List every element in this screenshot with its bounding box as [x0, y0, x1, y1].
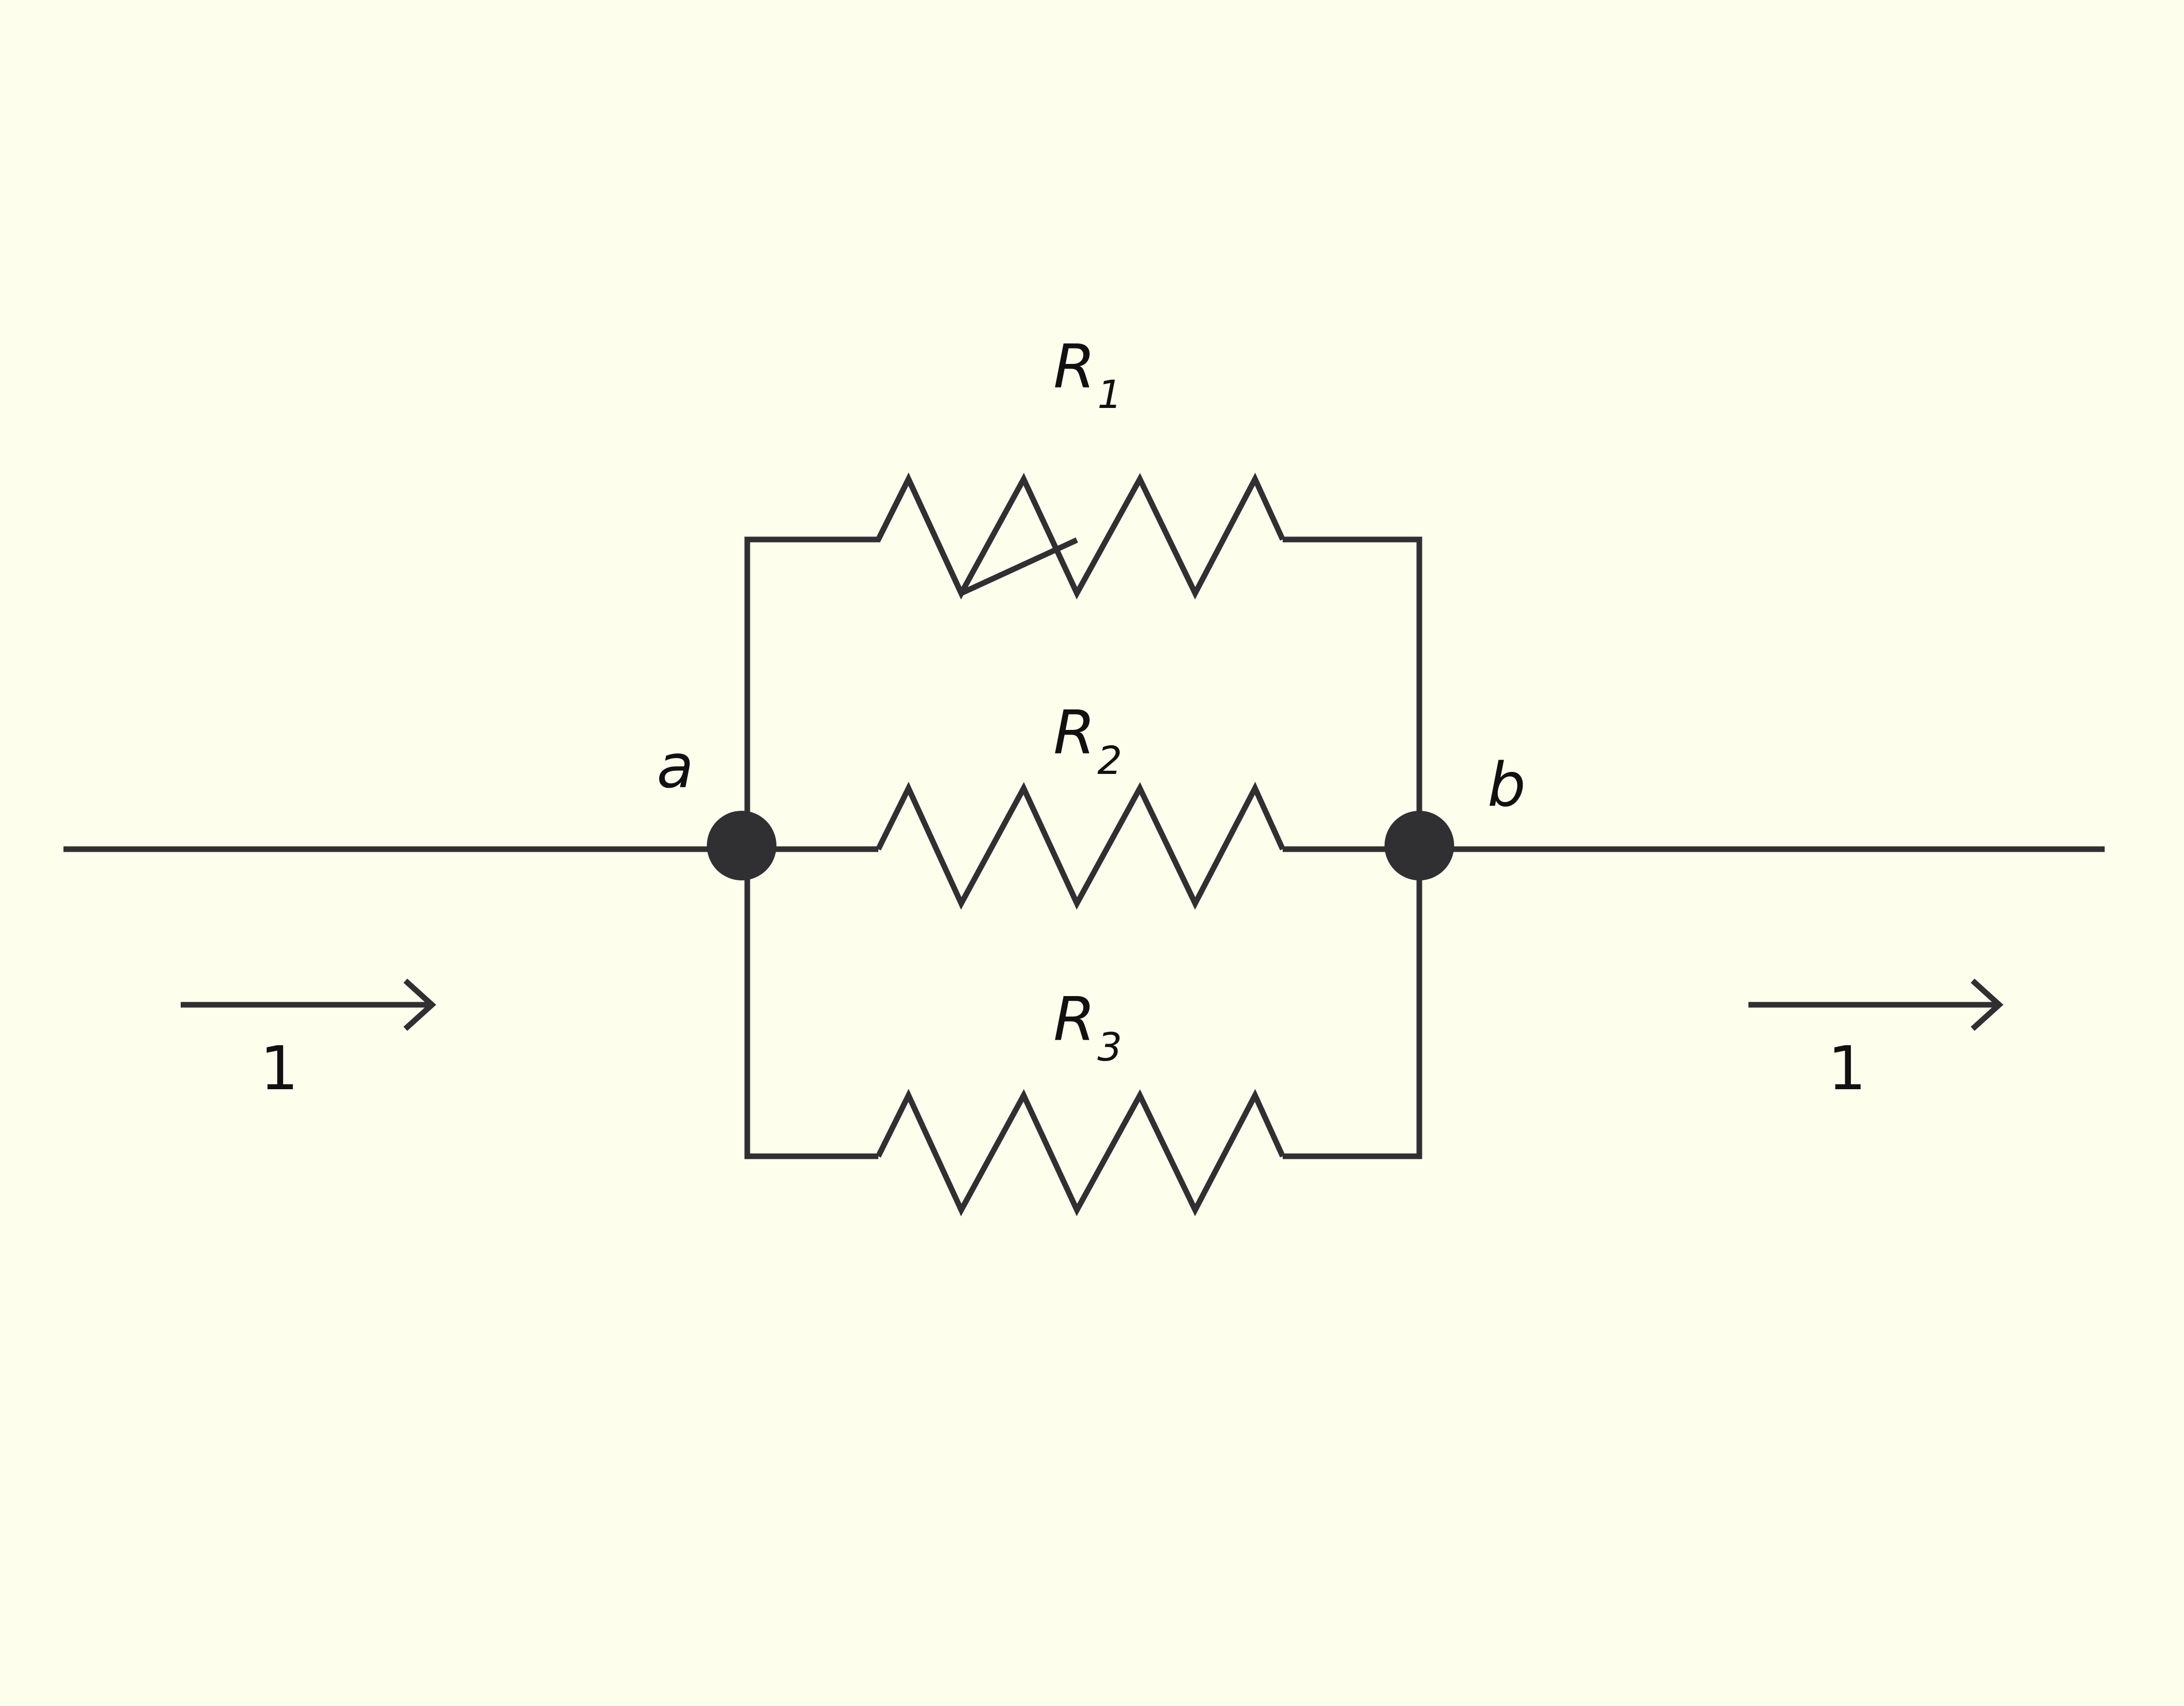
- resistor-r3-label: R3: [1053, 984, 1122, 1070]
- resistor-r1-label: R1: [1053, 331, 1122, 417]
- current-out-label: 1: [1828, 1033, 1866, 1104]
- resistor-r2-subscript: 2: [1097, 738, 1122, 783]
- node-a-label: a: [657, 731, 694, 802]
- resistor-r1-subscript: 1: [1097, 372, 1122, 417]
- resistor-r2-symbol: R: [1053, 697, 1095, 768]
- current-in-arrow-head: [403, 978, 437, 1031]
- resistor-r1-symbol: R: [1053, 331, 1095, 402]
- branch-r1-right-wire: [1283, 536, 1422, 849]
- node-a-dot: [707, 811, 776, 880]
- resistor-r2-label: R2: [1053, 697, 1122, 783]
- current-out-arrow-head: [1971, 978, 2004, 1031]
- resistor-r1: [876, 472, 1286, 600]
- branch-r3-right-wire: [1283, 849, 1422, 1159]
- resistor-r3-symbol: R: [1053, 984, 1095, 1054]
- node-b-dot: [1385, 811, 1454, 880]
- resistor-r2: [876, 782, 1286, 910]
- resistor-r3: [876, 1089, 1286, 1217]
- node-b-label: b: [1487, 749, 1526, 820]
- branch-r3-left-wire: [744, 849, 878, 1159]
- branch-r1-return-wire: [744, 536, 878, 849]
- resistor-r3-subscript: 3: [1097, 1024, 1122, 1070]
- current-in-label: 1: [260, 1033, 298, 1104]
